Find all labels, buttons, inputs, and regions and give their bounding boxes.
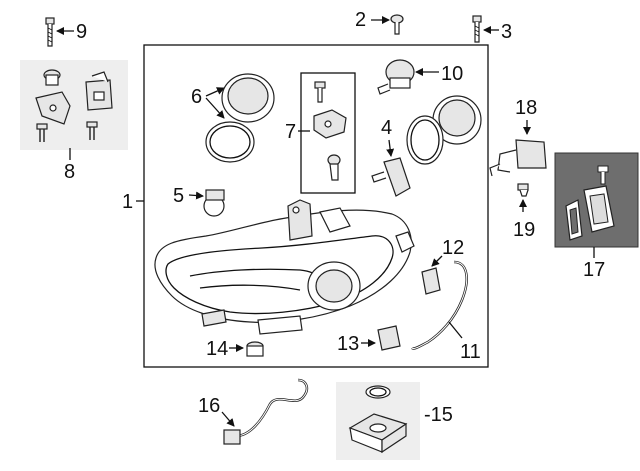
arrow-16 (221, 411, 235, 427)
callout-12: 12 (442, 237, 464, 259)
callout-8: 8 (64, 161, 75, 183)
screw-3 (472, 15, 482, 43)
callout-19: 19 (513, 219, 535, 241)
arrow-5 (188, 191, 204, 200)
tube-11 (411, 260, 468, 350)
bracket-group-box (300, 72, 356, 194)
seal-ring-right (406, 115, 444, 165)
callout-16: 16 (198, 395, 220, 417)
callout-5: 5 (173, 185, 184, 207)
xenon-bulb-18 (489, 139, 547, 177)
callout-14: 14 (206, 338, 228, 360)
bulb-5 (203, 189, 225, 217)
clip-12 (421, 267, 441, 295)
assembly-frame (143, 44, 489, 368)
callout-7: 7 (285, 121, 296, 143)
brackets-8 (35, 69, 113, 142)
dust-cap-right (432, 95, 482, 145)
callout-18: 18 (515, 97, 537, 119)
callout-10: 10 (441, 63, 463, 85)
callout-17: 17 (583, 259, 605, 281)
callout-6: 6 (191, 86, 202, 108)
harness-16 (223, 378, 309, 445)
adjuster-7 (313, 81, 347, 181)
callout-11: 11 (460, 341, 481, 363)
screw-2 (390, 14, 404, 35)
arrow-6a (205, 87, 225, 97)
leader-11 (448, 321, 463, 339)
headlamp-housing (154, 199, 415, 335)
callout-4: 4 (381, 117, 392, 139)
dust-cap-6 (221, 73, 275, 123)
control-module-15 (348, 385, 408, 454)
arrow-4 (386, 139, 395, 157)
plug-19 (517, 183, 529, 197)
callout-15: -15 (424, 404, 453, 426)
screw-9 (45, 17, 55, 47)
bracket-13 (377, 325, 401, 351)
callout-13: 13 (337, 333, 359, 355)
seal-ring-6 (205, 121, 255, 163)
callout-1: 1 (122, 191, 133, 213)
callout-9: 9 (76, 21, 87, 43)
ignitor-4 (371, 157, 411, 197)
arrow-12 (431, 255, 443, 267)
callout-3: 3 (501, 21, 512, 43)
ballast-17 (565, 165, 615, 241)
arrow-6b (205, 97, 225, 119)
grommet-14 (246, 341, 264, 357)
callout-2: 2 (355, 9, 366, 31)
bulb-10 (377, 59, 415, 95)
